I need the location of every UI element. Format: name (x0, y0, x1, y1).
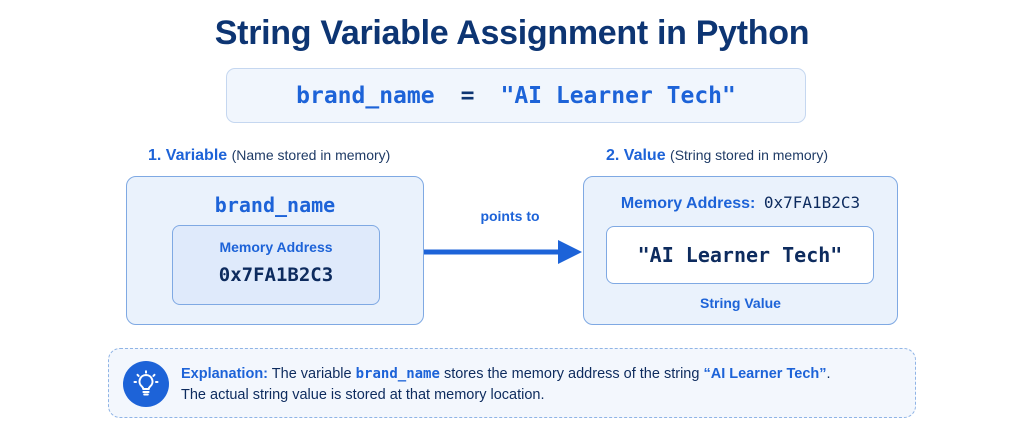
variable-section-subtitle: (Name stored in memory) (231, 147, 391, 163)
code-variable: brand_name (296, 82, 435, 109)
explanation-code: brand_name (355, 366, 440, 382)
variable-panel: brand_name Memory Address 0x7FA1B2C3 (126, 176, 424, 325)
value-section-title: 2. Value (606, 147, 666, 164)
explanation-text-part-1: The variable (271, 366, 352, 382)
value-panel: Memory Address: 0x7FA1B2C3 "AI Learner T… (583, 176, 898, 325)
code-statement: brand_name = "AI Learner Tech" (226, 68, 806, 123)
explanation-text-part-2: stores the memory address of the string (443, 366, 700, 382)
value-section-subtitle: (String stored in memory) (670, 147, 828, 163)
address-box: Memory Address 0x7FA1B2C3 (172, 225, 380, 305)
explanation-text-part-3: . (826, 366, 831, 382)
explanation-string: “AI Learner Tech” (703, 366, 827, 382)
memory-address-value: 0x7FA1B2C3 (763, 193, 861, 212)
address-label: Memory Address (219, 239, 333, 255)
lightbulb-icon (123, 361, 169, 407)
explanation-label: Explanation: (181, 366, 269, 382)
memory-address-line: Memory Address: 0x7FA1B2C3 (584, 193, 897, 213)
value-section-label: 2. Value (String stored in memory) (606, 147, 828, 165)
variable-section-label: 1. Variable (Name stored in memory) (148, 147, 390, 165)
address-value: 0x7FA1B2C3 (218, 264, 334, 286)
explanation-text: Explanation: The variable brand_name sto… (181, 364, 901, 406)
explanation-box: Explanation: The variable brand_name sto… (108, 348, 916, 418)
string-value-box: "AI Learner Tech" (606, 226, 874, 284)
explanation-line-2: The actual string value is stored at tha… (181, 387, 545, 403)
arrow-label: points to (480, 208, 540, 224)
code-operator: = (460, 82, 475, 109)
variable-section-title: 1. Variable (148, 147, 228, 164)
variable-name: brand_name (214, 193, 336, 217)
string-value-caption: String Value (700, 295, 781, 311)
page-title: String Variable Assignment in Python (214, 14, 810, 52)
pointer-arrow-icon (424, 240, 582, 264)
code-value: "AI Learner Tech" (500, 82, 736, 109)
memory-address-label: Memory Address: (620, 195, 756, 212)
